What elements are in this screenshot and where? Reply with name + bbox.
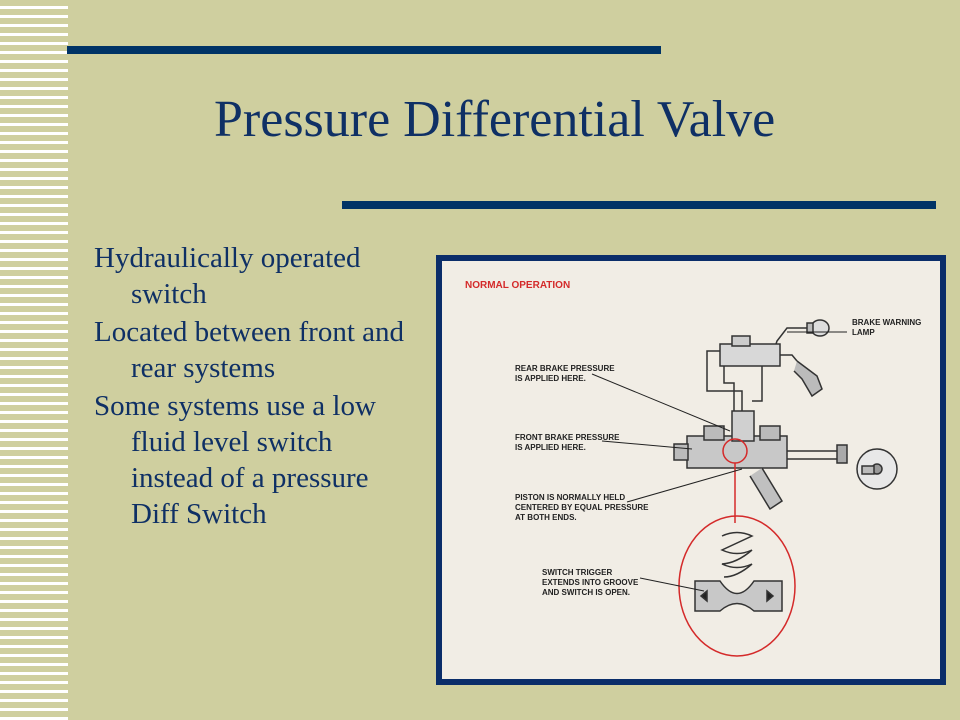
label-front-pressure: FRONT BRAKE PRESSURE IS APPLIED HERE.: [515, 433, 620, 452]
title-rule-top: [67, 46, 661, 54]
diagram-heading: NORMAL OPERATION: [465, 280, 571, 291]
bullet-item: Some systems use a low fluid level switc…: [94, 390, 376, 530]
decorative-stripe: [0, 0, 68, 720]
slide-title: Pressure Differential Valve: [214, 91, 776, 148]
bullet-item: Hydraulically operated switch: [94, 242, 361, 310]
bullet-list: Hydraulically operated switch Located be…: [94, 240, 414, 534]
title-rule-bottom: [342, 201, 936, 209]
label-rear-pressure: REAR BRAKE PRESSURE IS APPLIED HERE.: [515, 364, 615, 383]
label-switch-trigger: SWITCH TRIGGER EXTENDS INTO GROOVE AND S…: [542, 568, 639, 597]
label-piston: PISTON IS NORMALLY HELD CENTERED BY EQUA…: [515, 493, 649, 522]
bullet-item: Located between front and rear systems: [94, 316, 404, 384]
label-brake-lamp: BRAKE WARNING LAMP: [852, 318, 922, 337]
valve-drawing: [591, 319, 898, 657]
valve-diagram: NORMAL OPERATION BRAKE WARNING LAMP REAR…: [442, 261, 940, 679]
valve-diagram-frame: NORMAL OPERATION BRAKE WARNING LAMP REAR…: [436, 255, 946, 685]
